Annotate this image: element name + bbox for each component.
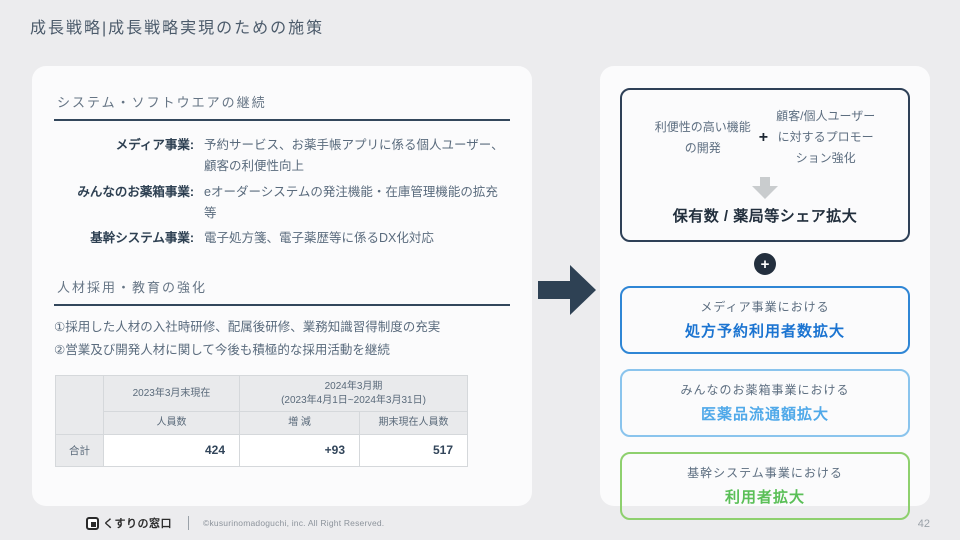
section-divider — [54, 119, 510, 121]
business-desc: 電子処方箋、電子薬歴等に係るDX化対応 — [204, 231, 434, 245]
row-label-total: 合計 — [55, 433, 104, 467]
business-desc: 予約サービス、お薬手帳アプリに係る個人ユーザー、顧客の利便性向上 — [204, 138, 504, 174]
business-label: みんなのお薬箱事業: — [77, 184, 194, 199]
logo-text: くすりの窓口 — [103, 518, 172, 530]
formula-right-text: 顧客/個人ユーザー に対するプロモー ション強化 — [776, 106, 875, 169]
table-header-row: 2023年3月末現在 2024年3月期 (2023年4月1日~2024年3月31… — [55, 375, 468, 435]
subheader-headcount: 人員数 — [103, 411, 240, 435]
formula-result: 保有数 / 薬局等シェア拡大 — [672, 208, 858, 225]
footer: くすりの窓口 ©kusurinomadoguchi, inc. All Righ… — [0, 506, 960, 540]
hr-point-2: ②営業及び開発人材に関して今後も積極的な採用活動を継続 — [54, 342, 390, 357]
outcome-box-okusuribako: みんなのお薬箱事業における 医薬品流通額拡大 — [620, 369, 910, 437]
page-title: 成長戦略|成長戦略実現のための施策 — [30, 20, 325, 37]
measures-card: システム・ソフトウエアの継続 メディア事業: 予約サービス、お薬手帳アプリに係る… — [32, 66, 532, 506]
page-number: 42 — [917, 518, 930, 530]
empty-header-cell — [55, 375, 104, 435]
subheader-change: 増 減 — [239, 411, 360, 435]
system-section: システム・ソフトウエアの継続 メディア事業: 予約サービス、お薬手帳アプリに係る… — [54, 92, 510, 249]
header-2023: 2023年3月末現在 — [103, 375, 240, 413]
section-title-hr: 人材採用・教育の強化 — [57, 280, 208, 296]
hr-point-1: ①採用した人材の入社時研修、配属後研修、業務知識習得制度の充実 — [54, 320, 441, 335]
outcome-context: 基幹システム事業における — [687, 466, 843, 480]
outcome-context: みんなのお薬箱事業における — [680, 383, 850, 397]
outcome-list: メディア事業における 処方予約利用者数拡大 みんなのお薬箱事業における 医薬品流… — [620, 286, 910, 520]
outcomes-card: 利便性の高い機能 の開発 + 顧客/個人ユーザー に対するプロモー ション強化 … — [600, 66, 930, 520]
business-label: メディア事業: — [115, 138, 194, 152]
header-2024-line1: 2024年3月期 — [324, 381, 383, 393]
copyright-text: ©kusurinomadoguchi, inc. All Right Reser… — [203, 518, 385, 528]
business-desc: eオーダーシステムの発注機能・在庫管理機能の拡充 等 — [204, 184, 498, 220]
outcome-context: メディア事業における — [700, 300, 830, 314]
footer-divider — [188, 516, 189, 530]
plus-sign: + — [758, 128, 769, 146]
value-change: +93 — [239, 433, 360, 467]
outcome-goal: 医薬品流通額拡大 — [700, 406, 829, 423]
formula-left-line2: の開発 — [684, 140, 721, 155]
outcome-box-media: メディア事業における 処方予約利用者数拡大 — [620, 286, 910, 354]
headcount-table: 2023年3月末現在 2024年3月期 (2023年4月1日~2024年3月31… — [55, 375, 468, 467]
formula-right-line1: 顧客/個人ユーザー — [776, 109, 876, 123]
business-list: メディア事業: 予約サービス、お薬手帳アプリに係る個人ユーザー、顧客の利便性向上… — [54, 135, 510, 249]
outcome-box-core-system: 基幹システム事業における 利用者拡大 — [620, 452, 910, 520]
formula-right-line2: に対するプロモー — [777, 130, 874, 144]
kusurinomadoguchi-logo-icon — [86, 516, 99, 530]
business-label: 基幹システム事業: — [90, 231, 194, 245]
value-2023: 424 — [103, 433, 240, 467]
value-2024: 517 — [359, 433, 468, 467]
list-item-okusuribako: みんなのお薬箱事業: eオーダーシステムの発注機能・在庫管理機能の拡充 等 — [54, 182, 510, 225]
section-title-system: システム・ソフトウエアの継続 — [57, 95, 267, 110]
outcome-goal: 処方予約利用者数拡大 — [684, 323, 845, 340]
formula-row: 利便性の高い機能 の開発 + 顧客/個人ユーザー に対するプロモー ション強化 — [632, 106, 898, 169]
list-item-media: メディア事業: 予約サービス、お薬手帳アプリに係る個人ユーザー、顧客の利便性向上 — [54, 135, 510, 178]
hr-section: 人材採用・教育の強化 ①採用した人材の入社時研修、配属後研修、業務知識習得制度の… — [54, 277, 510, 467]
plus-circle-icon: + — [754, 253, 776, 275]
formula-right-line3: ション強化 — [795, 151, 856, 165]
table-row-total: 合計 424 +93 517 — [55, 433, 468, 467]
header-2024: 2024年3月期 (2023年4月1日~2024年3月31日) — [239, 375, 468, 413]
down-arrow-icon — [752, 177, 778, 199]
subheader-end-headcount: 期末現在人員数 — [359, 411, 468, 435]
hr-points: ①採用した人材の入社時研修、配属後研修、業務知識習得制度の充実 ②営業及び開発人… — [54, 316, 510, 361]
outcome-goal: 利用者拡大 — [724, 489, 805, 506]
list-item-core-system: 基幹システム事業: 電子処方箋、電子薬歴等に係るDX化対応 — [54, 228, 510, 249]
formula-box: 利便性の高い機能 の開発 + 顧客/個人ユーザー に対するプロモー ション強化 … — [620, 88, 910, 242]
flow-right-arrow-icon — [538, 262, 596, 323]
formula-left-line1: 利便性の高い機能 — [654, 119, 751, 134]
formula-left-text: 利便性の高い機能 の開発 — [655, 117, 751, 159]
header-2024-line2: (2023年4月1日~2024年3月31日) — [281, 394, 426, 406]
company-logo: くすりの窓口 — [86, 515, 172, 531]
table-subheader-row: 人員数 増 減 期末現在人員数 — [56, 411, 468, 435]
section-divider — [54, 304, 510, 307]
